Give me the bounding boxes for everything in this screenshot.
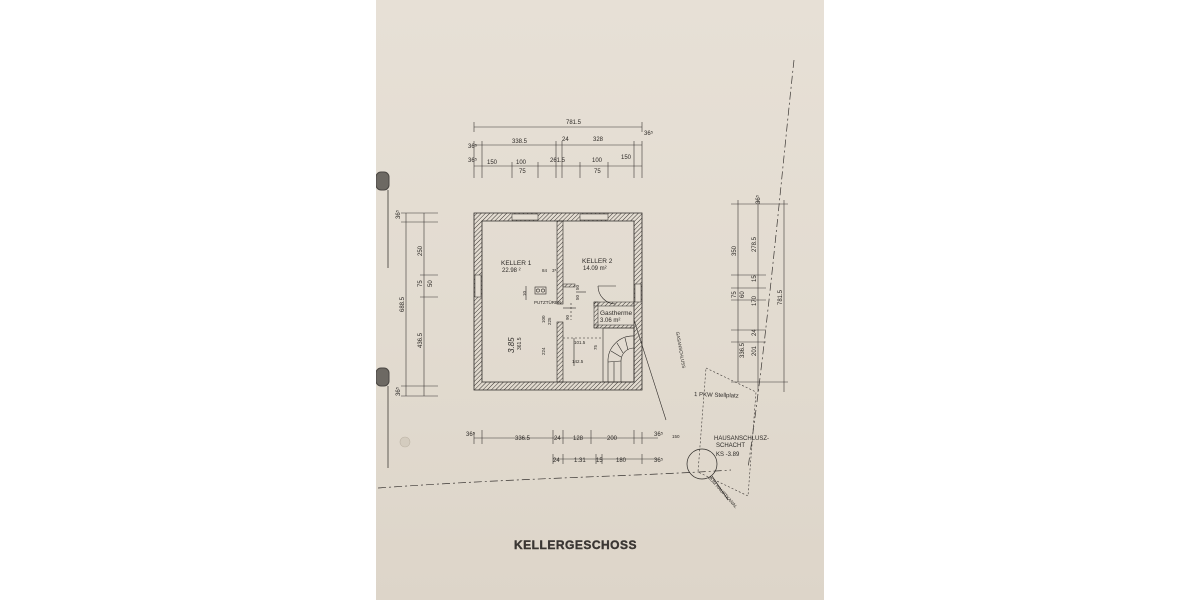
dim-left-1: 250 xyxy=(418,245,424,256)
dim-inner-7: 101.5 xyxy=(574,340,586,345)
dim-inner-2: 100 xyxy=(541,315,546,323)
dim-inner-6: 224 xyxy=(541,347,546,355)
bottom-dimension-chain xyxy=(473,430,658,464)
label-hauptkanal: ZUM HAUPTKANAL xyxy=(707,475,738,509)
dim-top-sub-0: 75 xyxy=(519,169,526,175)
dim-bottom-r1-4: 200 xyxy=(607,436,618,442)
room-keller-2-name: KELLER 2 xyxy=(582,258,613,265)
dim-bottom-r2-3: 180 xyxy=(616,458,627,464)
dim-inner-12: 75 xyxy=(593,344,598,350)
dim-left-4: 688.5 xyxy=(400,296,406,312)
dim-left-3: 50 xyxy=(428,280,434,287)
top-dimension-chain xyxy=(473,122,643,178)
label-schacht-ks: KS -3.89 xyxy=(716,452,740,458)
dim-bottom-r1-0: 36⁵ xyxy=(466,431,476,438)
dim-top-r2-1: 338.5 xyxy=(512,139,528,145)
parking-area xyxy=(697,367,757,497)
label-parking: 1 PKW Stellplatz xyxy=(694,392,739,400)
room-gastherme-name: Gastherme xyxy=(600,310,633,317)
drawing-title: KELLERGESCHOSS xyxy=(514,538,637,552)
dim-right-1: 350 xyxy=(732,245,738,256)
dim-inner-1: 3⁵ xyxy=(552,268,557,273)
label-stair-width: 3.85 xyxy=(507,337,516,353)
dim-left-6: 36⁵ xyxy=(395,386,402,396)
dim-right-6: 170 xyxy=(752,295,758,306)
binder-rings xyxy=(376,171,411,468)
dim-overall-width: 781.5 xyxy=(566,120,582,126)
connection-shaft xyxy=(686,448,729,501)
dim-top-r2-3: 328 xyxy=(593,137,604,143)
dim-right-8: 24 xyxy=(752,329,758,336)
dim-inner-3: 225 xyxy=(547,317,552,325)
dim-inner-4: 90 xyxy=(565,314,570,320)
blueprint-sheet: 781.5 36⁵ 338.5 24 328 36⁵ 36⁵ 150 100 2… xyxy=(376,0,824,600)
dim-top-r3-2: 100 xyxy=(516,160,527,166)
dim-top-sub-1: 75 xyxy=(594,169,601,175)
dim-bottom-r2-1: 1.31 xyxy=(574,458,586,464)
dim-right-4: 75 xyxy=(732,291,738,298)
dim-right-0: 36⁵ xyxy=(755,194,762,204)
dim-right-10: 781.5 xyxy=(778,289,784,305)
dim-inner-5: 361.5 xyxy=(517,337,523,350)
dim-top-r2-2: 24 xyxy=(562,137,569,143)
dim-inner-0: 84 xyxy=(542,268,548,273)
dim-inner-8: 142.5 xyxy=(572,359,584,364)
dim-top-r2-0: 36⁵ xyxy=(468,143,478,150)
inner-dimensions: 84 3⁵ 100 225 90 361.5 224 101.5 142.5 1… xyxy=(517,268,680,439)
right-dimension-chain xyxy=(731,200,788,392)
dim-bottom-r2-4: 36⁵ xyxy=(654,457,664,464)
room-keller-1-area: 22.98 ² xyxy=(502,268,521,274)
left-dimension-chain xyxy=(401,212,438,397)
label-schacht-1: HAUSANSCHLUSZ- xyxy=(714,436,769,442)
dim-inner-10: 50 xyxy=(575,284,580,290)
dim-right-3: 15 xyxy=(752,275,758,282)
dim-left-2: 75 xyxy=(418,280,424,287)
property-boundary xyxy=(377,59,795,489)
floor-plan-drawing: 781.5 36⁵ 338.5 24 328 36⁵ 36⁵ 150 100 2… xyxy=(376,59,795,552)
dim-top-r3-0: 36⁵ xyxy=(468,157,478,164)
dim-top-r3-3: 261.5 xyxy=(550,158,566,164)
dim-right-7: 336.5 xyxy=(740,342,746,358)
dim-inner-13: 150 xyxy=(672,434,680,439)
dim-bottom-r1-1: 336.5 xyxy=(515,436,531,442)
room-keller-1-name: KELLER 1 xyxy=(501,260,532,267)
label-putzturen: PUTZTÜREN xyxy=(534,299,561,305)
spiral-staircase xyxy=(563,327,635,383)
label-gasanschluss: GASANSCHLUSS xyxy=(675,331,686,368)
dim-top-r2-4: 36⁵ xyxy=(644,130,654,137)
dim-inner-9: 10 xyxy=(522,290,527,296)
dim-right-2: 278.5 xyxy=(752,236,758,252)
dim-inner-11: 50 xyxy=(575,294,580,300)
room-keller-2-area: 14.09 m² xyxy=(583,266,607,272)
dim-top-r3-1: 150 xyxy=(487,160,498,166)
dim-bottom-r2-0: 24 xyxy=(553,458,560,464)
dim-top-r3-5: 150 xyxy=(621,155,632,161)
gas-line xyxy=(633,319,667,421)
dim-bottom-r1-5: 36⁵ xyxy=(654,431,664,438)
label-schacht-2: SCHACHT xyxy=(716,443,745,449)
room-gastherme-area: 3.06 m² xyxy=(600,318,620,324)
dim-right-9: 201 xyxy=(752,345,758,356)
dim-bottom-r1-3: 128 xyxy=(573,436,584,442)
doors-and-fixtures xyxy=(525,285,617,320)
dim-top-r3-4: 100 xyxy=(592,158,603,164)
dim-right-5: 60 xyxy=(740,291,746,298)
dim-bottom-r1-2: 24 xyxy=(554,436,561,442)
dim-left-5: 436.5 xyxy=(418,332,424,348)
dim-left-0: 36⁵ xyxy=(395,209,402,219)
dim-bottom-r2-2: 15 xyxy=(596,458,603,464)
